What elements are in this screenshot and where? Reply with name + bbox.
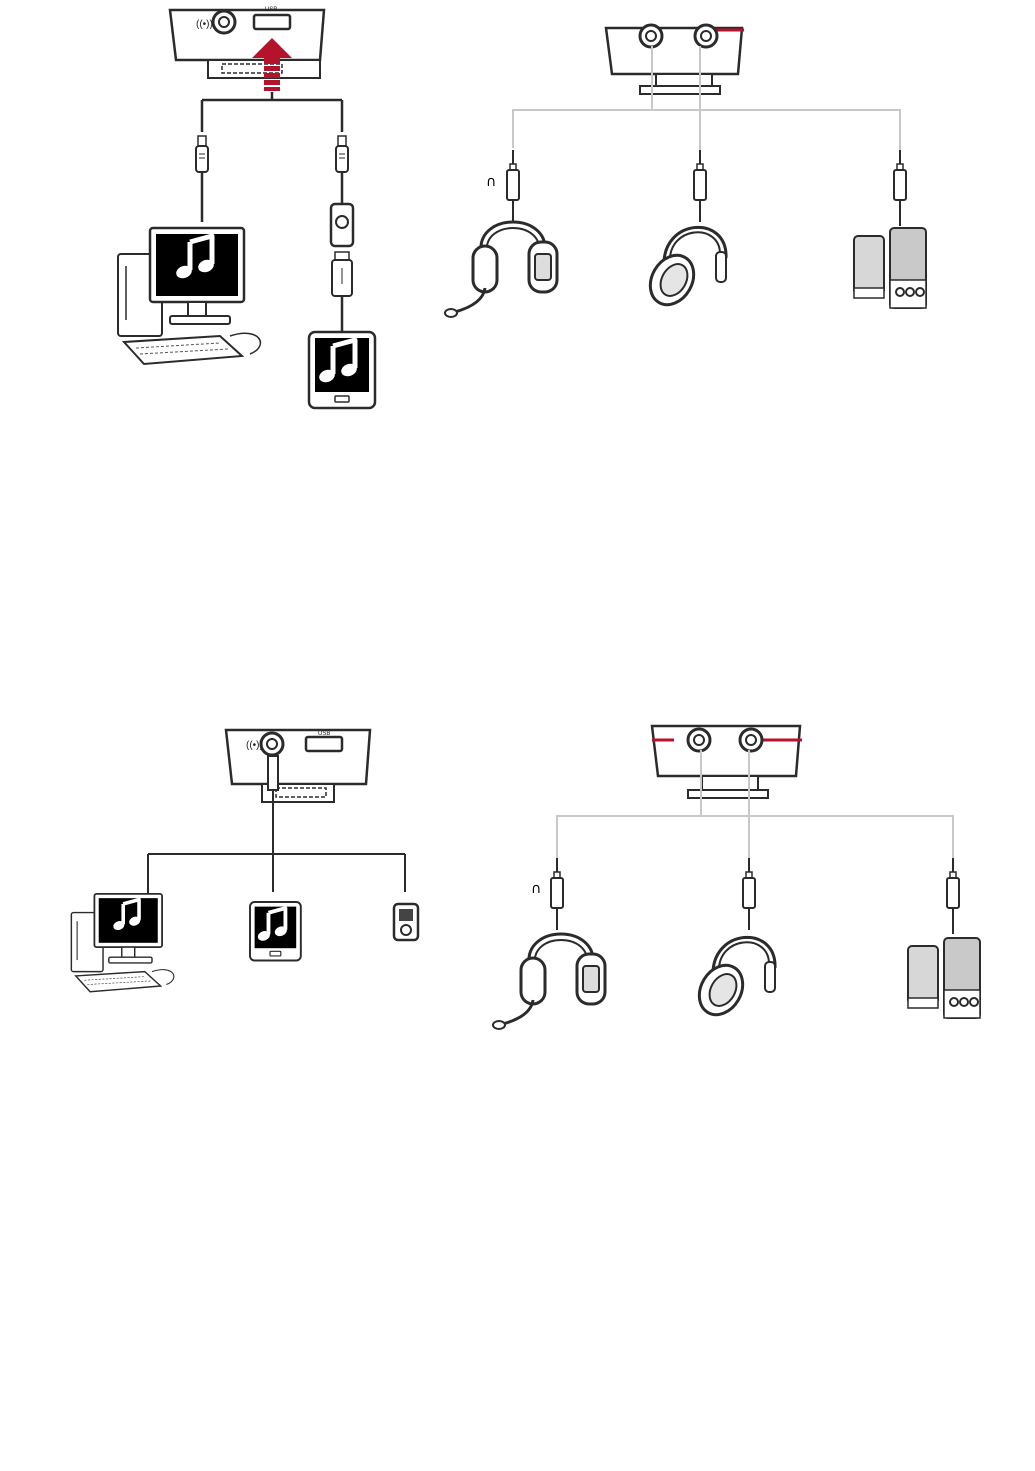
computer-icon	[118, 228, 260, 364]
portable-player-icon	[394, 904, 418, 940]
aux-connection-panel: ((•)) USB	[71, 730, 418, 992]
audio-jack-icon	[894, 150, 906, 200]
headphone-symbol-icon: ∩	[531, 881, 541, 897]
otg-adapter-icon	[331, 204, 353, 332]
usb-outputs-panel: ∩	[445, 25, 926, 317]
mobile-device-icon	[250, 902, 301, 961]
gaming-headset-icon	[493, 934, 605, 1029]
speakers-icon	[908, 938, 980, 1018]
headphones-icon	[642, 227, 726, 312]
micro-usb-plug-icon	[336, 136, 348, 172]
audio-jack-icon	[507, 150, 519, 200]
usb-connection-panel: ((•)) USB	[118, 7, 375, 408]
mobile-device-icon	[309, 332, 375, 408]
aux-port-label: ((•))	[246, 740, 263, 751]
gaming-headset-icon	[445, 222, 557, 317]
usb-port-label: USB	[265, 7, 277, 13]
dac-device-back	[606, 25, 744, 94]
usb-split-cable	[202, 92, 342, 132]
aux-port-label: ((•))	[196, 19, 213, 30]
aux-split-cable	[148, 790, 405, 894]
computer-icon	[71, 894, 174, 992]
dac-device-top: ((•)) USB	[170, 7, 324, 78]
headphone-symbol-icon: ∩	[486, 174, 496, 190]
audio-jack-icon	[743, 858, 755, 908]
audio-jack-icon	[551, 858, 563, 908]
dac-device-top-aux: ((•)) USB	[226, 730, 370, 802]
audio-jack-icon	[694, 150, 706, 200]
usb-port-label: USB	[318, 731, 330, 737]
dac-device-back-aux	[652, 726, 802, 798]
micro-usb-plug-icon	[196, 136, 208, 172]
headphones-icon	[691, 937, 775, 1022]
aux-plug-icon	[268, 756, 278, 790]
speakers-icon	[854, 228, 926, 308]
aux-outputs-panel: ∩	[493, 726, 980, 1029]
audio-jack-icon	[947, 858, 959, 908]
